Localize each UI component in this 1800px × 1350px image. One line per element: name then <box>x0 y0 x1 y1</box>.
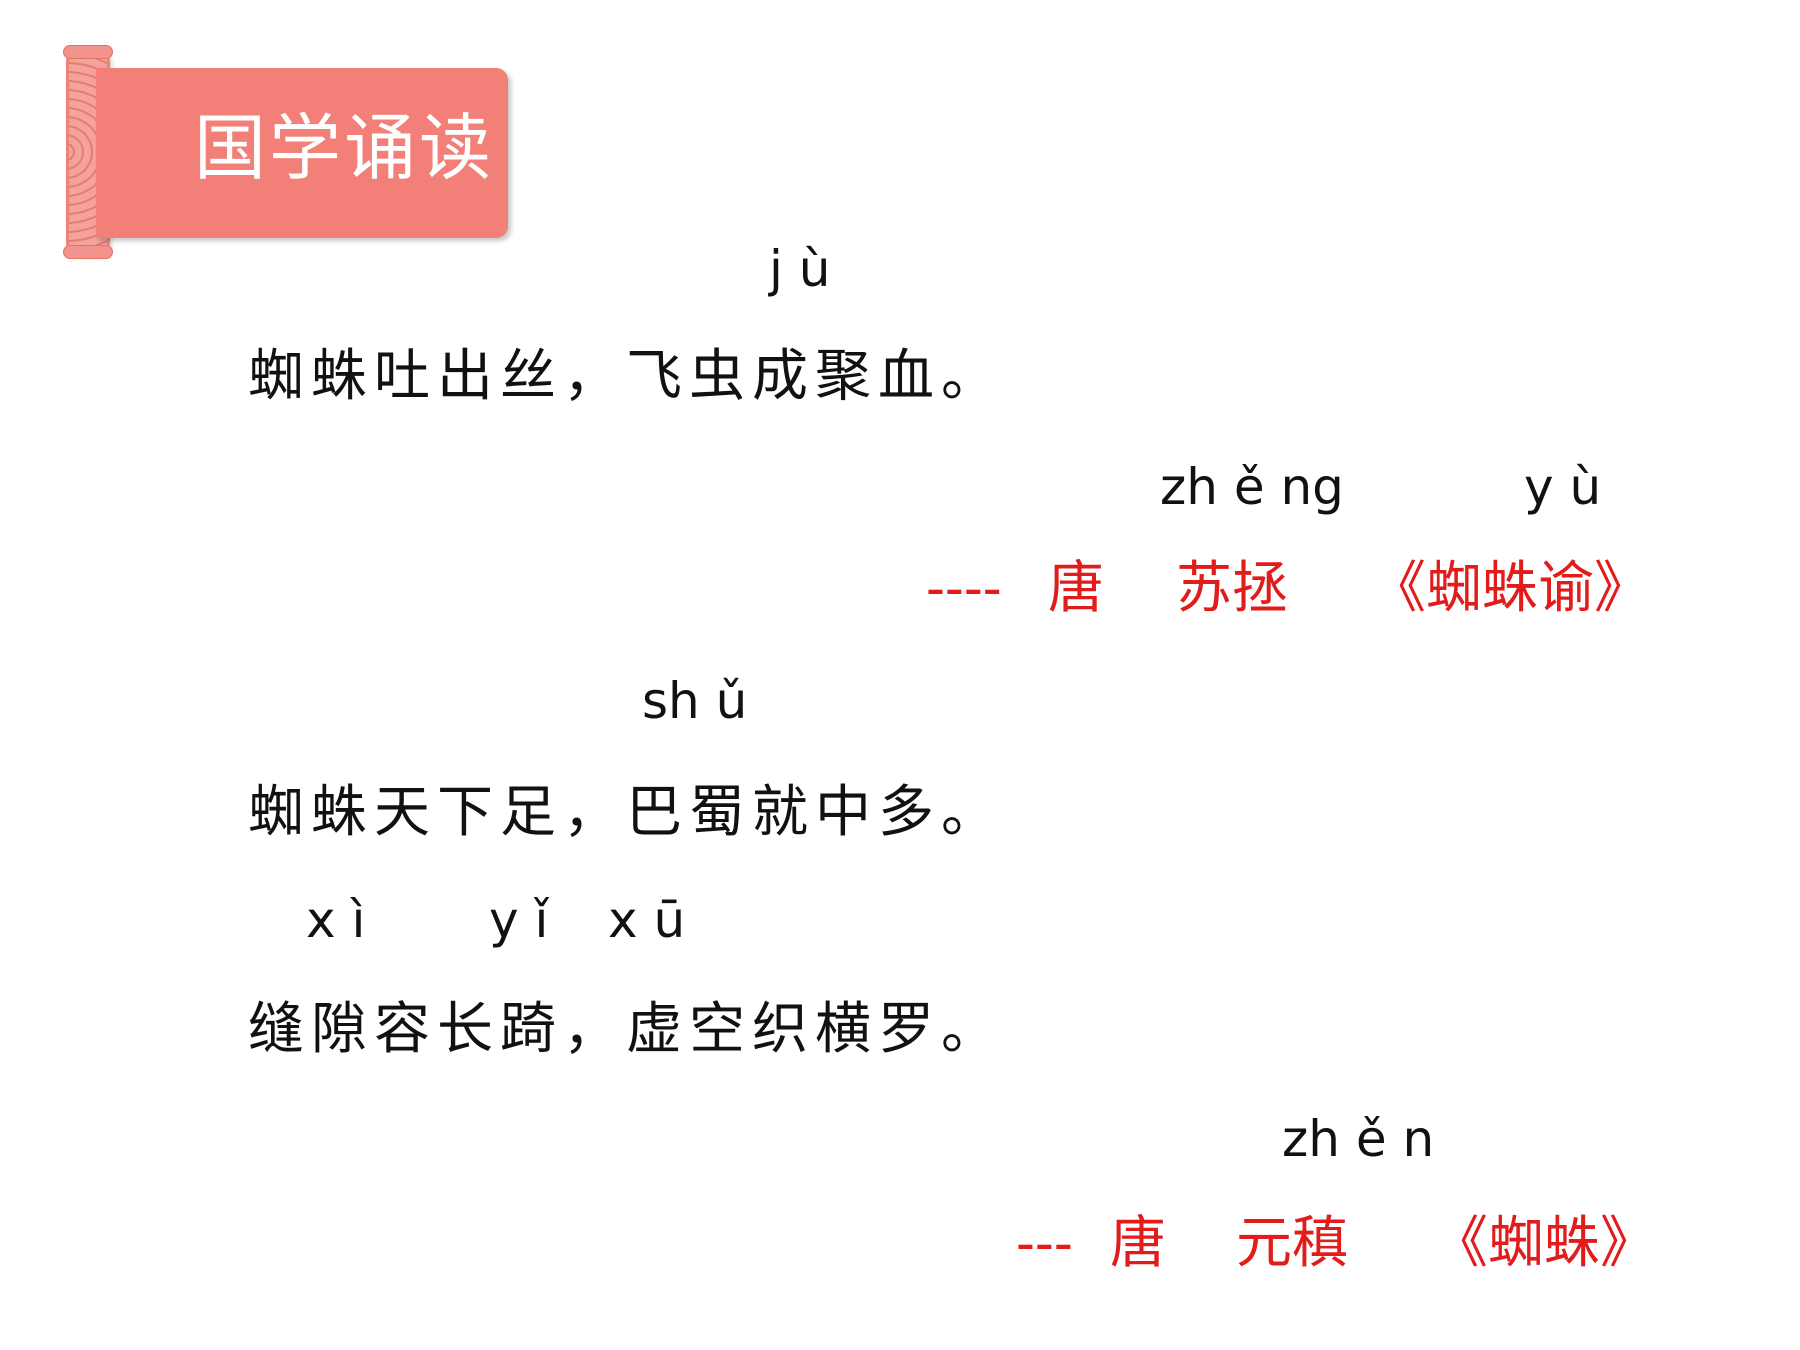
banner-panel: 国学诵读 <box>96 68 508 238</box>
pinyin-zheng: zh ě ng <box>1160 458 1344 516</box>
section-banner: 国学诵读 <box>64 46 510 258</box>
poem1-line1: 蜘蛛吐出丝，飞虫成聚血。 <box>248 344 1004 409</box>
pinyin-xi: x ì <box>306 891 366 949</box>
citation-dashes: --- <box>1016 1211 1073 1276</box>
citation-author: 元稹 <box>1236 1211 1348 1276</box>
pinyin-shu: sh ǔ <box>642 672 748 730</box>
poem2-line1: 蜘蛛天下足，巴蜀就中多。 <box>248 780 1004 845</box>
citation-author: 苏拯 <box>1176 556 1288 621</box>
pinyin-yi: y ǐ <box>489 891 549 949</box>
citation-dashes: ---- <box>926 556 1002 621</box>
citation-dynasty: 唐 <box>1110 1211 1166 1276</box>
pinyin-yu: y ù <box>1524 458 1602 516</box>
pinyin-ju: j ù <box>769 240 831 298</box>
citation-dynasty: 唐 <box>1048 556 1104 621</box>
citation-work: 《蜘蛛谕》 <box>1370 556 1650 621</box>
pinyin-zhen: zh ě n <box>1282 1110 1435 1168</box>
poem2-line2: 缝隙容长踦，虚空织横罗。 <box>248 997 1004 1062</box>
citation-work: 《蜘蛛》 <box>1432 1211 1656 1276</box>
pinyin-xu: x ū <box>608 891 686 949</box>
banner-title: 国学诵读 <box>194 106 495 190</box>
